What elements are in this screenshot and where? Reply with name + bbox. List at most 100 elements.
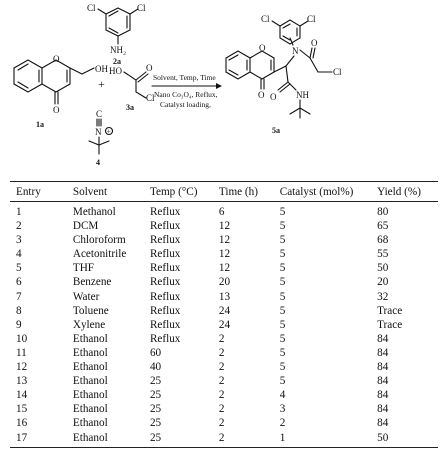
cell-yield: 84 [377,417,389,430]
cell-catalyst: 4 [279,389,286,402]
cell-temp: Reflux [149,304,181,317]
cell-yield: 84 [377,375,389,388]
cell-solvent: Ethanol [72,375,108,388]
cell-yield: 50 [377,262,389,275]
cell-entry: 1 [16,206,22,218]
cell-catalyst: 5 [279,220,286,233]
cell-entry: 15 [16,403,28,416]
cell-time: 2 [218,430,280,448]
cell-solvent: Xylene [72,318,106,331]
cell-solvent: Ethanol [72,346,108,359]
cell-yield: 68 [377,234,389,247]
cell-catalyst: 2 [279,417,286,430]
cell-entry: 5 [16,262,22,275]
cell-time: 2 [218,332,225,345]
reagent-4-n: N [95,127,102,137]
cell-yield: Trace [377,304,403,317]
cell-temp: Reflux [149,234,181,247]
cell-time: 12 [218,248,231,261]
product-o-amide-2: O [270,92,277,102]
reagent-1a-o-keto: O [53,105,60,115]
product-nh: NH [296,90,309,100]
cell-solvent: Acetonitrile [72,248,127,261]
cell-time: 24 [218,318,231,331]
cell-solvent: Water [72,290,100,303]
cell-time: 12 [218,220,231,233]
table-row: 3 Chloroform Reflux 12 5 68 [10,233,438,247]
cell-solvent: Ethanol [72,403,108,416]
cell-time: 2 [218,361,225,374]
cell-time: 13 [218,290,231,303]
cell-time: 2 [218,389,225,402]
header-entry: Entry [10,181,73,202]
cell-solvent: THF [72,262,95,275]
cell-entry: 9 [16,318,22,331]
cell-catalyst: 5 [279,304,286,317]
header-temp: Temp (°C) [149,181,219,202]
reaction-scheme: O O OH 1a + Cl Cl NH₂ 2a HO O Cl 3a C N … [13,3,342,167]
cell-time: 2 [218,417,225,430]
product-o-keto: O [258,90,265,100]
cell-yield: 20 [377,276,389,289]
reagent-2a-structure: Cl Cl NH₂ 2a [87,3,146,66]
cell-solvent: Ethanol [72,417,108,430]
reagent-3a-structure: HO O Cl 3a [109,63,155,112]
plus-sign: + [98,77,105,91]
cell-catalyst: 5 [279,262,286,275]
cell-catalyst: 5 [279,332,286,345]
cell-temp: Reflux [149,318,181,331]
reagent-2a-label: 2a [113,57,121,66]
reagent-3a-cl: Cl [146,93,155,103]
cell-time: 12 [218,234,231,247]
cell-temp: 25 [149,375,162,388]
cell-entry: 16 [16,417,28,430]
reagent-1a-o-ring: O [53,54,60,64]
cell-solvent: Ethanol [72,389,108,402]
cell-temp: 25 [149,417,162,430]
reagent-3a-o: O [146,63,153,73]
reagent-2a-nh2: NH₂ [110,45,126,55]
cell-entry: 3 [16,234,22,247]
cell-temp: 40 [149,361,162,374]
cell-solvent: Chloroform [72,234,126,247]
cell-yield: 55 [377,248,389,261]
cell-yield: 84 [377,389,389,402]
cell-entry: 13 [16,375,28,388]
product-cl-left: Cl [261,14,270,24]
product-cl-right: Cl [307,14,316,24]
cell-yield: 84 [377,332,389,345]
cell-catalyst: 5 [279,361,286,374]
reagent-4-plus: + [107,128,111,136]
cell-catalyst: 5 [279,290,286,303]
cell-catalyst: 5 [279,276,286,289]
header-time: Time (h) [218,181,280,202]
optimization-table: Entry Solvent Temp (°C) Time (h) Catalys… [10,181,438,448]
cell-catalyst: 5 [279,234,286,247]
cell-time: 2 [218,346,225,359]
product-cl-chain: Cl [333,67,342,77]
cell-yield: Trace [377,318,403,331]
cell-solvent: Ethanol [72,332,108,345]
product-n: N [292,46,299,56]
cell-temp: Reflux [149,220,181,233]
cell-time: 2 [218,403,225,416]
cell-solvent: DCM [72,220,99,233]
cell-solvent: Ethanol [72,430,150,448]
table-header-row: Entry Solvent Temp (°C) Time (h) Catalys… [10,181,438,202]
cell-solvent: Benzene [72,276,112,289]
cell-temp: Reflux [149,262,181,275]
cell-entry: 6 [16,276,22,289]
cell-yield: 84 [377,346,389,359]
reagent-3a-label: 3a [126,103,134,112]
product-o-ring: O [259,43,266,53]
